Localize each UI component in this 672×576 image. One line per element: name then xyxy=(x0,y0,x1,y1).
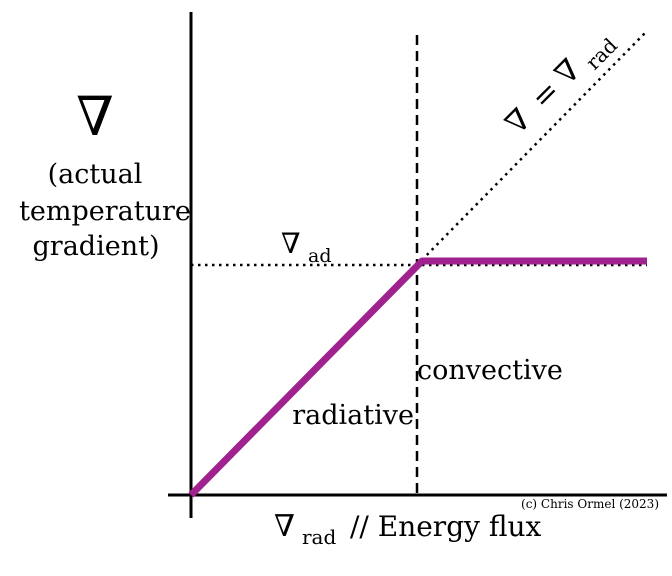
y-axis-label-line-2: temperature xyxy=(19,196,191,227)
adiabatic-symbol: ∇ xyxy=(281,227,301,260)
diagonal-label: ∇ = ∇ rad xyxy=(499,33,622,142)
region-convective-label: convective xyxy=(417,355,563,386)
diagonal-lhs-symbol: ∇ xyxy=(499,102,539,142)
credit-text: (c) Chris Ormel (2023) xyxy=(521,497,659,511)
x-axis-label: // Energy flux xyxy=(350,510,542,543)
x-axis-symbol: ∇ xyxy=(274,509,295,544)
radiative-dotted-diagonal xyxy=(416,32,646,266)
actual-gradient-curve xyxy=(188,257,647,498)
region-radiative-label: radiative xyxy=(292,400,414,431)
y-axis-symbol: ∇ xyxy=(76,85,114,148)
y-axis-label-line-1: (actual xyxy=(48,159,143,190)
adiabatic-subscript: ad xyxy=(308,245,332,267)
x-axis-subscript: rad xyxy=(302,525,336,549)
y-axis-label-line-3: gradient) xyxy=(33,231,160,262)
diagonal-subscript: rad xyxy=(581,33,622,74)
